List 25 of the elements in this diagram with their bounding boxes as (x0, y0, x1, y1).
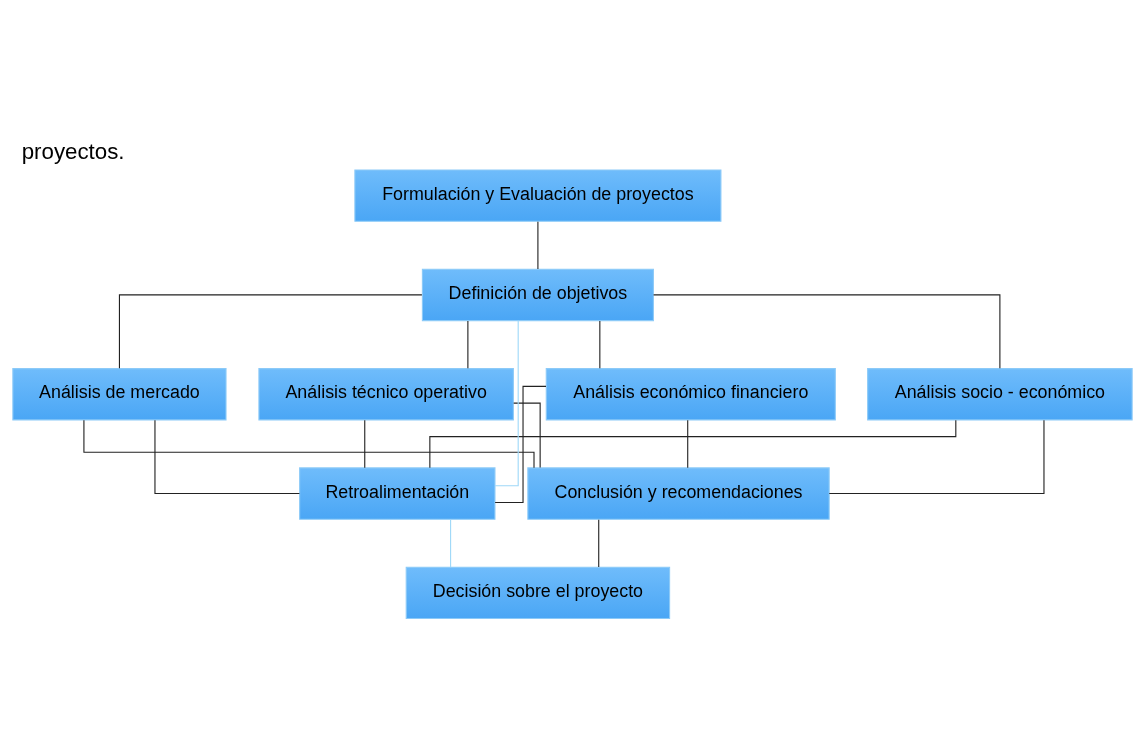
node-box: Análisis técnico operativo (258, 368, 514, 421)
connector (118, 294, 423, 369)
connector (653, 294, 1001, 369)
node-box: Análisis económico financiero (545, 368, 836, 421)
connector (537, 221, 539, 270)
connector (828, 419, 1045, 495)
connector (154, 419, 300, 495)
node-box: Conclusión y recomendaciones (527, 467, 830, 520)
connector (494, 385, 547, 504)
connector (598, 519, 600, 568)
connector (467, 320, 469, 369)
connector (687, 419, 689, 469)
connector (364, 419, 366, 469)
node-box: Análisis de mercado (12, 368, 227, 421)
node-box: Análisis socio - económico (867, 368, 1133, 421)
node-box: Definición de objetivos (421, 268, 654, 322)
connector (494, 320, 519, 487)
node-box: Retroalimentación (299, 467, 496, 520)
connector (450, 519, 452, 568)
diagram-title: proyectos. (21, 138, 125, 164)
connector (599, 320, 601, 369)
connector (513, 402, 541, 468)
node-box: Decisión sobre el proyecto (405, 566, 671, 620)
node-box: Formulación y Evaluación de proyectos (354, 169, 722, 222)
connector (83, 419, 535, 469)
